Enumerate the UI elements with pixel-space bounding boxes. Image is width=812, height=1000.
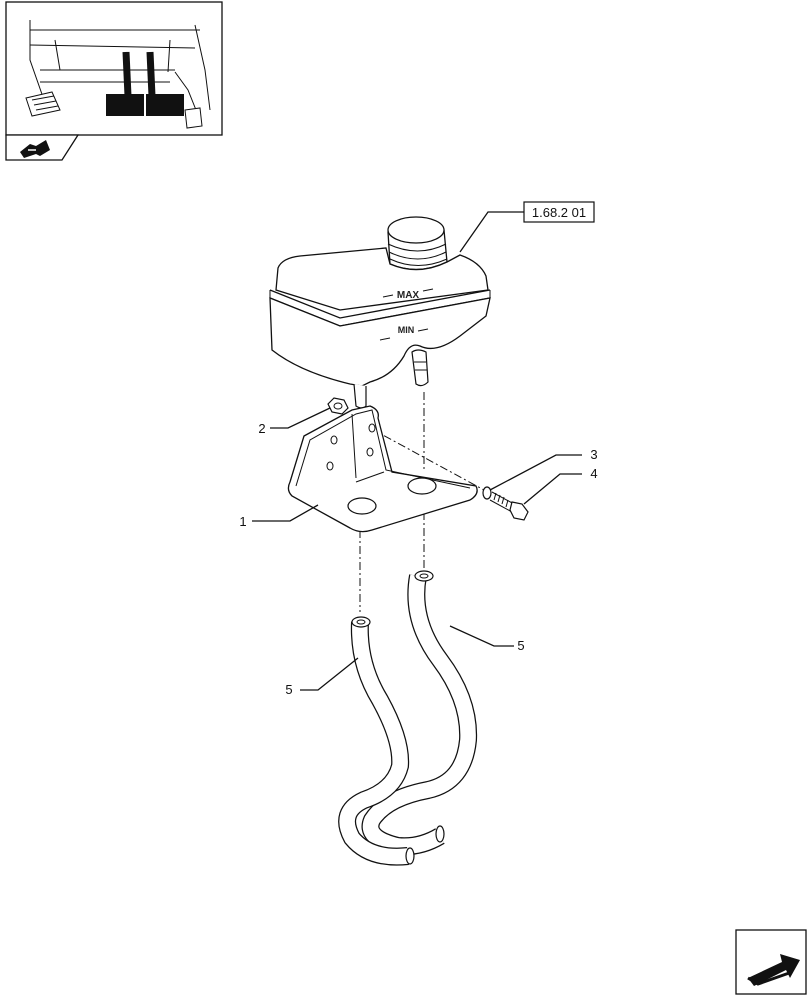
max-mark: MAX <box>397 290 420 301</box>
reference-leader <box>459 211 524 253</box>
min-mark: MIN <box>398 325 415 335</box>
hex-bolt <box>489 491 529 521</box>
prev-page-arrow-icon[interactable] <box>20 140 50 158</box>
hex-nut <box>327 397 349 415</box>
reference-box[interactable]: 1.68.2 01 <box>523 201 595 223</box>
fluid-reservoir: MAX MIN <box>269 216 491 409</box>
hose-right <box>361 570 478 856</box>
next-page-arrow-icon[interactable] <box>735 929 807 995</box>
callout-5-left: 5 <box>285 682 292 697</box>
callout-3: 3 <box>590 447 597 462</box>
location-thumbnail[interactable] <box>5 1 223 161</box>
callout-leaders <box>252 407 582 691</box>
mounting-bracket <box>287 405 478 533</box>
callout-2: 2 <box>258 421 265 436</box>
callout-1: 1 <box>239 514 246 529</box>
callout-5-right: 5 <box>517 638 524 653</box>
hose-left <box>338 616 415 866</box>
reference-label: 1.68.2 01 <box>532 205 586 220</box>
callout-4: 4 <box>590 466 597 481</box>
washer <box>482 486 492 500</box>
centerline-bolt <box>369 427 485 491</box>
